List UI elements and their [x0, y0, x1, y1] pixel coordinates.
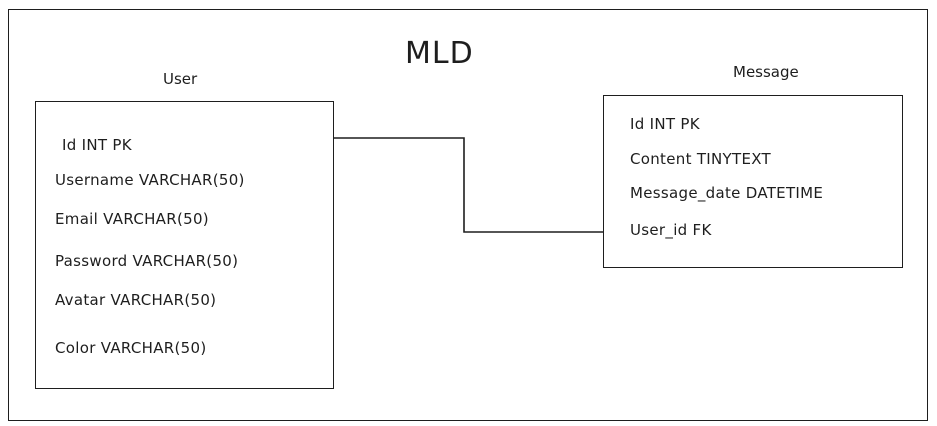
message-entity-box: [603, 95, 903, 268]
user-field-password: Password VARCHAR(50): [55, 252, 239, 270]
message-field-id: Id INT PK: [630, 115, 700, 133]
diagram-title: MLD: [405, 36, 474, 71]
user-entity-name: User: [163, 70, 198, 88]
user-field-color: Color VARCHAR(50): [55, 339, 207, 357]
user-field-avatar: Avatar VARCHAR(50): [55, 291, 217, 309]
message-field-message-date: Message_date DATETIME: [630, 184, 824, 202]
user-field-email: Email VARCHAR(50): [55, 210, 209, 228]
user-entity-box: [35, 101, 334, 389]
user-field-id: Id INT PK: [62, 136, 132, 154]
message-field-user-id: User_id FK: [630, 221, 712, 239]
user-field-username: Username VARCHAR(50): [55, 171, 245, 189]
message-entity-name: Message: [733, 63, 799, 81]
diagram-frame: [8, 9, 928, 421]
relationship-line: [334, 137, 604, 233]
message-field-content: Content TINYTEXT: [630, 150, 772, 168]
